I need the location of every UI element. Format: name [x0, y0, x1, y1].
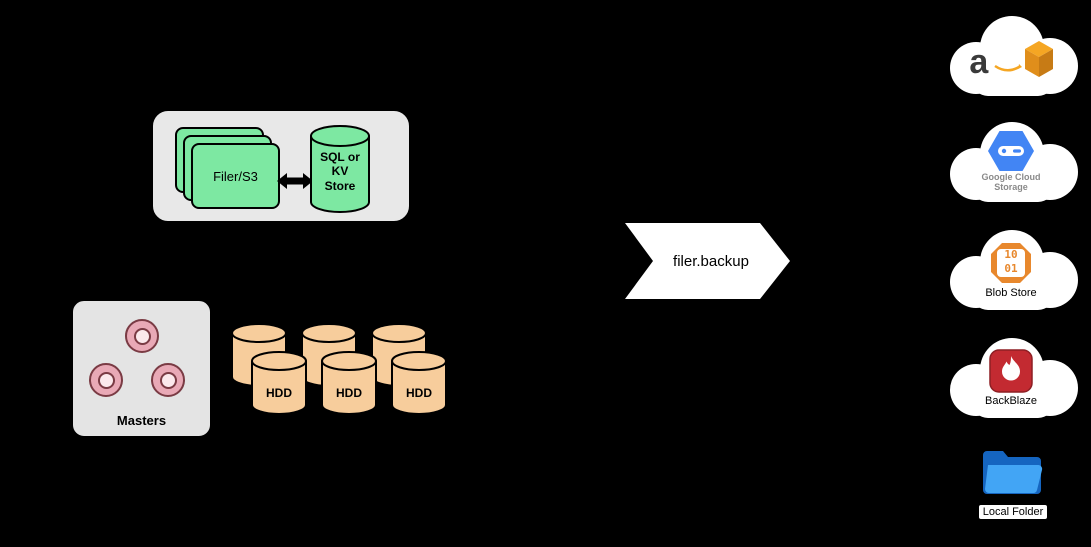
hdd-cylinder: HDD: [320, 350, 378, 416]
blob-store-label: Blob Store: [985, 286, 1037, 299]
destination-backblaze: BackBlaze: [936, 330, 1086, 426]
hdd-label: HDD: [406, 386, 432, 400]
aws-cube-icon: [1024, 41, 1053, 77]
destination-google-cloud-storage: Google Cloud Storage: [936, 114, 1086, 210]
gcs-hexagon-icon: [988, 131, 1034, 172]
hdd-label: HDD: [266, 386, 292, 400]
hdd-cylinder: HDD: [390, 350, 448, 416]
masters-label: Masters: [116, 413, 167, 428]
blob-octagon-icon: [991, 242, 1031, 283]
filer-backup-arrow: filer.backup: [625, 223, 790, 299]
backblaze-label: BackBlaze: [985, 394, 1037, 407]
hdd-cylinder: HDD: [250, 350, 308, 416]
cylinder-shape: [251, 351, 307, 415]
folder-icon: [983, 451, 1043, 494]
filer-store-group: Filer/S3 SQL or KV Store: [152, 110, 410, 222]
blob-bits-text: 10 01: [989, 248, 1033, 276]
destination-local-folder: [980, 446, 1044, 498]
sql-kv-store-label: SQL or KV Store: [320, 150, 360, 193]
cylinder-shape: [391, 351, 447, 415]
blob-bits-top: 10: [1004, 247, 1018, 261]
destination-aws-s3: a: [936, 8, 1086, 104]
filer-s3-label: Filer/S3: [213, 168, 258, 184]
backblaze-flame-icon: [989, 349, 1033, 393]
local-folder-label: Local Folder: [978, 505, 1048, 519]
local-folder-label-wrap: Local Folder: [948, 502, 1078, 520]
gcs-label: Google Cloud Storage: [981, 172, 1041, 192]
cylinder-shape: [310, 125, 370, 213]
master-node-icon: [125, 319, 159, 353]
blob-bits-bottom: 01: [1004, 261, 1018, 275]
masters-box: Masters: [72, 300, 211, 437]
amazon-a-letter: a: [969, 43, 989, 81]
double-arrow-icon: [277, 173, 313, 189]
filer-card-front: Filer/S3: [191, 143, 280, 209]
amazon-logo-icon: a: [969, 40, 1053, 81]
sql-kv-store-cylinder: SQL or KV Store: [309, 124, 371, 216]
amazon-smile-icon: [993, 64, 1022, 72]
hdd-label: HDD: [336, 386, 362, 400]
hdd-volume-cluster: HDD HDD HDD: [230, 322, 452, 422]
cylinder-shape: [321, 351, 377, 415]
master-node-icon: [89, 363, 123, 397]
arrow-banner-shape: [625, 223, 790, 299]
destination-blob-store: 10 01 Blob Store: [936, 222, 1086, 318]
blob-store-icon: 10 01: [989, 241, 1033, 285]
master-node-icon: [151, 363, 185, 397]
filer-backup-label: filer.backup: [673, 252, 749, 270]
